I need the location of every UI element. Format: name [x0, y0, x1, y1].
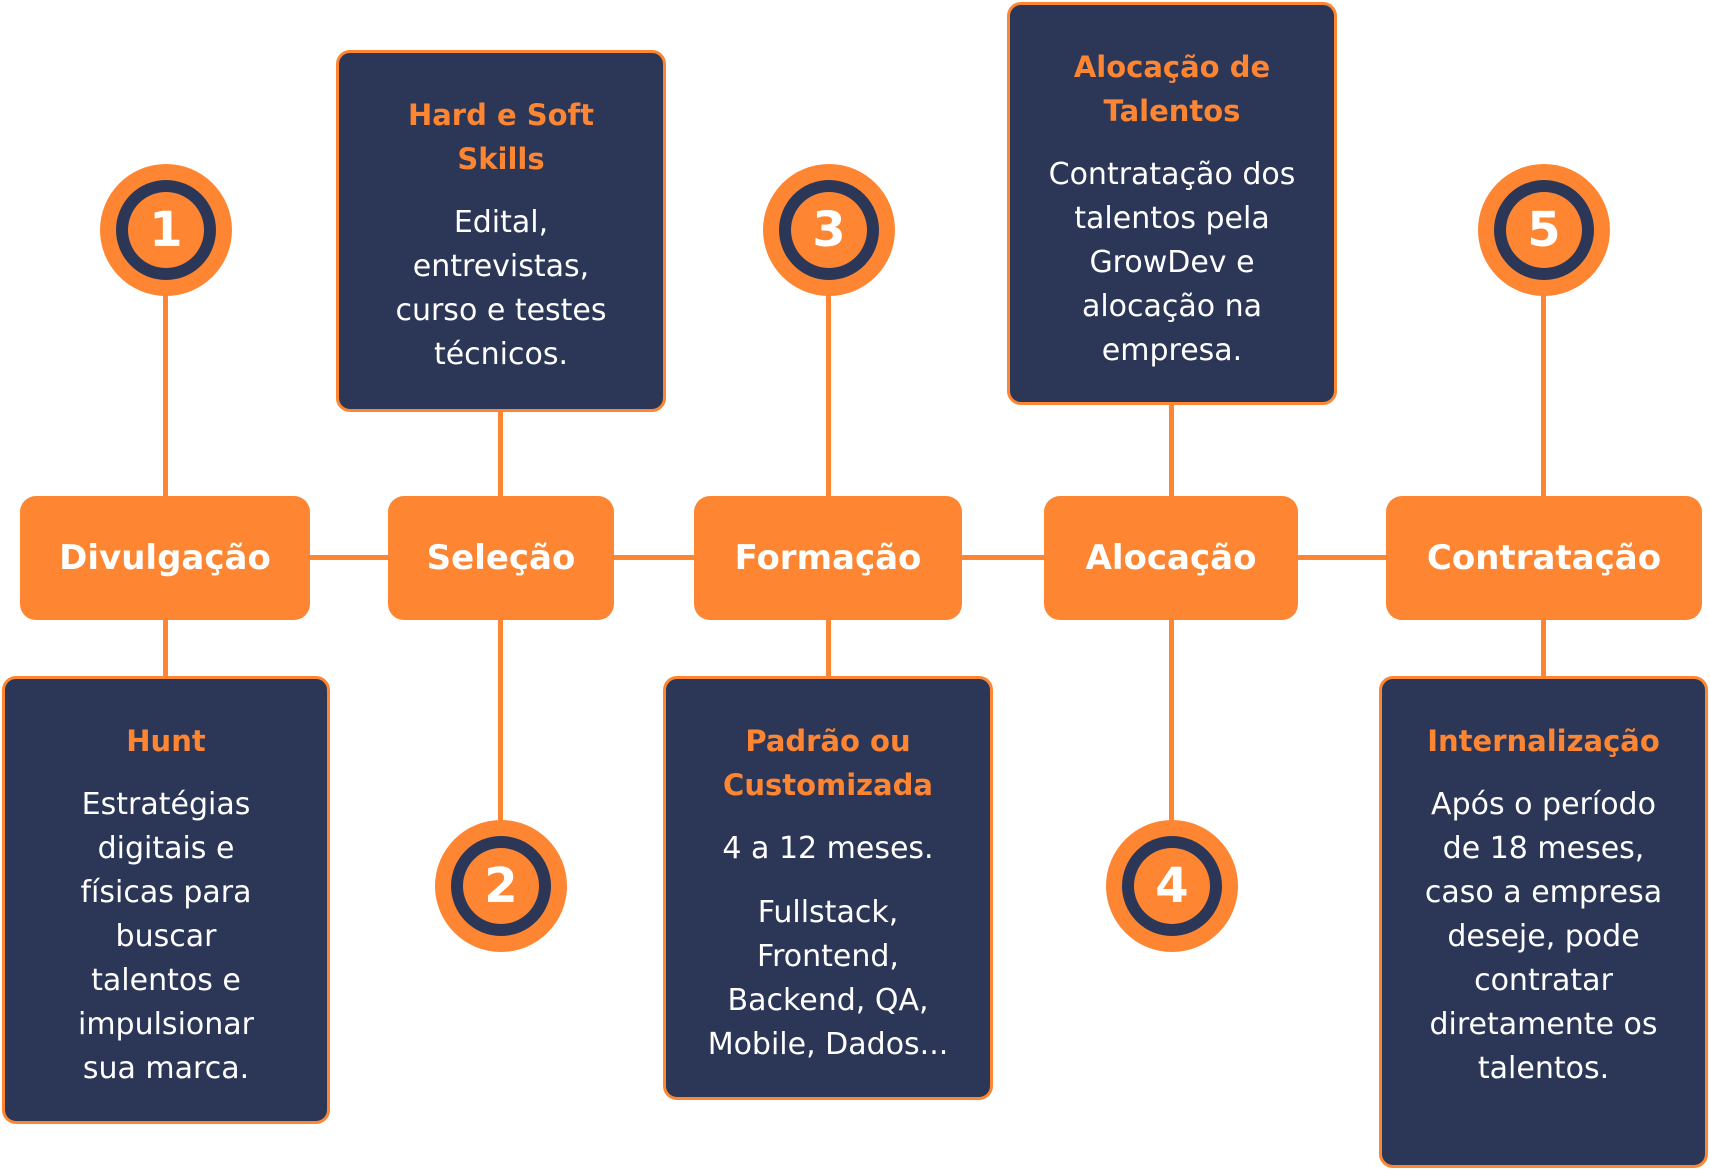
connector-4-badge: [1169, 620, 1174, 825]
step-number: 4: [1134, 848, 1210, 924]
connector-2-card: [498, 412, 503, 496]
card-text: Edital, entrevistas, curso e testes técn…: [395, 205, 607, 372]
connector-2-badge: [498, 620, 503, 825]
card-hard-soft-skills: Hard e Soft Skills Edital, entrevistas, …: [336, 50, 666, 412]
stage-selecao: Seleção: [388, 496, 614, 620]
card-title: Hard e Soft Skills: [407, 98, 595, 176]
card-internalizacao: Internalização Após o período de 18 mese…: [1379, 676, 1708, 1168]
connector-1-badge: [163, 290, 168, 496]
card-title: Alocação de Talentos: [1073, 50, 1271, 128]
badge-ring: 4: [1122, 836, 1222, 936]
card-title: Internalização: [1427, 724, 1660, 758]
connector-4-card: [1169, 405, 1174, 496]
step-number: 3: [791, 192, 867, 268]
card-title: Padrão ou Customizada: [723, 724, 933, 802]
connector-3-card: [826, 620, 831, 676]
step-badge-4: 4: [1106, 820, 1238, 952]
card-text: Fullstack, Frontend, Backend, QA, Mobile…: [707, 895, 949, 1062]
card-alocacao-talentos: Alocação de Talentos Contratação dos tal…: [1007, 2, 1337, 405]
step-badge-1: 1: [100, 164, 232, 296]
card-text: Contratação dos talentos pela GrowDev e …: [1048, 157, 1296, 368]
badge-ring: 1: [116, 180, 216, 280]
step-number: 2: [463, 848, 539, 924]
step-number: 5: [1506, 192, 1582, 268]
card-text: 4 a 12 meses.: [722, 831, 934, 866]
step-number: 1: [128, 192, 204, 268]
connector-3-badge: [826, 290, 831, 496]
timeline-connector: [300, 555, 1700, 560]
connector-5-card: [1541, 620, 1546, 676]
badge-ring: 3: [779, 180, 879, 280]
badge-ring: 2: [451, 836, 551, 936]
step-badge-5: 5: [1478, 164, 1610, 296]
card-title: Hunt: [126, 724, 206, 758]
badge-ring: 5: [1494, 180, 1594, 280]
stage-alocacao: Alocação: [1044, 496, 1298, 620]
step-badge-3: 3: [763, 164, 895, 296]
card-text: Após o período de 18 meses, caso a empre…: [1424, 787, 1663, 1086]
stage-contratacao: Contratação: [1386, 496, 1702, 620]
connector-5-badge: [1541, 290, 1546, 496]
connector-1-card: [163, 620, 168, 676]
card-padrao-customizada: Padrão ou Customizada 4 a 12 meses. Full…: [663, 676, 993, 1100]
step-badge-2: 2: [435, 820, 567, 952]
card-text: Estratégias digitais e físicas para busc…: [77, 787, 254, 1086]
stage-divulgacao: Divulgação: [20, 496, 310, 620]
card-hunt: Hunt Estratégias digitais e físicas para…: [2, 676, 330, 1124]
stage-formacao: Formação: [694, 496, 962, 620]
